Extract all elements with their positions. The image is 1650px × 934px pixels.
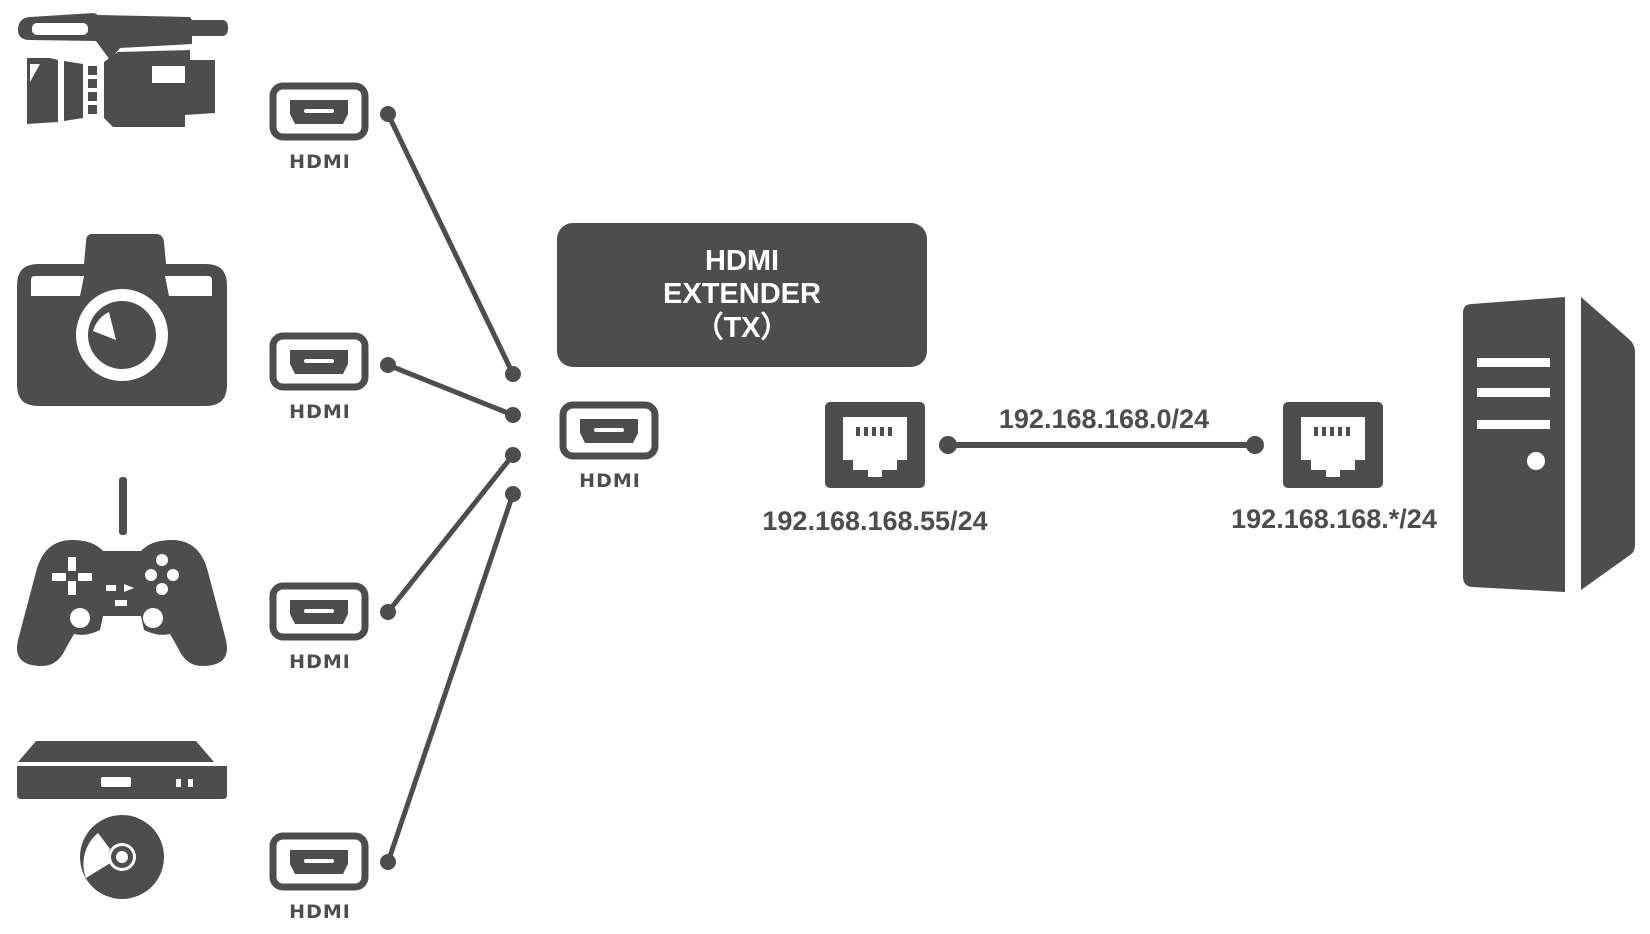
gamepad-icon bbox=[17, 477, 227, 666]
network-link: 192.168.168.0/24 bbox=[939, 404, 1264, 454]
connector-line bbox=[385, 493, 516, 863]
subnet-label: 192.168.168.0/24 bbox=[999, 404, 1209, 434]
pc-tower-icon bbox=[1463, 297, 1635, 592]
port-label: HDMI bbox=[289, 401, 351, 423]
hdmi-port-icon bbox=[273, 336, 365, 387]
connector-line bbox=[386, 453, 515, 614]
extender-title-line2: EXTENDER bbox=[663, 278, 821, 310]
rj45-port-icon bbox=[825, 402, 925, 488]
camcorder-hdmi-port: HDMI bbox=[273, 86, 365, 173]
connector-dot bbox=[505, 366, 521, 382]
extender-ip-label: 192.168.168.55/24 bbox=[762, 506, 987, 536]
connector-line bbox=[387, 362, 514, 418]
hdmi-extender-tx: HDMI EXTENDER （TX） bbox=[557, 223, 927, 367]
source-connections bbox=[380, 106, 521, 870]
port-label: HDMI bbox=[289, 151, 351, 173]
video-camera-icon bbox=[18, 13, 228, 127]
extender-hdmi-input: HDMI bbox=[563, 405, 655, 492]
connector-dot bbox=[1246, 436, 1264, 454]
extender-box bbox=[557, 223, 927, 367]
connector-dot bbox=[380, 106, 396, 122]
hdmi-port-icon bbox=[273, 86, 365, 137]
connector-dot bbox=[380, 357, 396, 373]
connector-dot bbox=[505, 407, 521, 423]
rj45-port-icon bbox=[1283, 402, 1383, 488]
disc-player-hdmi-port: HDMI bbox=[273, 836, 365, 923]
hdmi-port-icon bbox=[273, 836, 365, 887]
hdmi-port-icon bbox=[563, 405, 655, 456]
port-label: HDMI bbox=[579, 470, 641, 492]
receiver-lan-port: 192.168.168.*/24 bbox=[1231, 402, 1437, 534]
port-label: HDMI bbox=[289, 651, 351, 673]
connector-dot bbox=[939, 436, 957, 454]
connector-dot bbox=[505, 447, 521, 463]
gamepad-hdmi-port: HDMI bbox=[273, 586, 365, 673]
connector-dot bbox=[380, 604, 396, 620]
connector-dot bbox=[380, 854, 396, 870]
extender-title-line3: （TX） bbox=[694, 311, 789, 344]
extender-lan-port: 192.168.168.55/24 bbox=[762, 402, 988, 536]
connector-line bbox=[385, 112, 516, 376]
port-label: HDMI bbox=[289, 901, 351, 923]
connector-dot bbox=[505, 486, 521, 502]
blu-ray-player-icon bbox=[17, 741, 227, 899]
photo-camera-icon bbox=[17, 234, 227, 406]
hdmi-port-icon bbox=[273, 586, 365, 637]
receiver-ip-label: 192.168.168.*/24 bbox=[1231, 504, 1437, 534]
camera-hdmi-port: HDMI bbox=[273, 336, 365, 423]
extender-title-line1: HDMI bbox=[705, 245, 779, 277]
